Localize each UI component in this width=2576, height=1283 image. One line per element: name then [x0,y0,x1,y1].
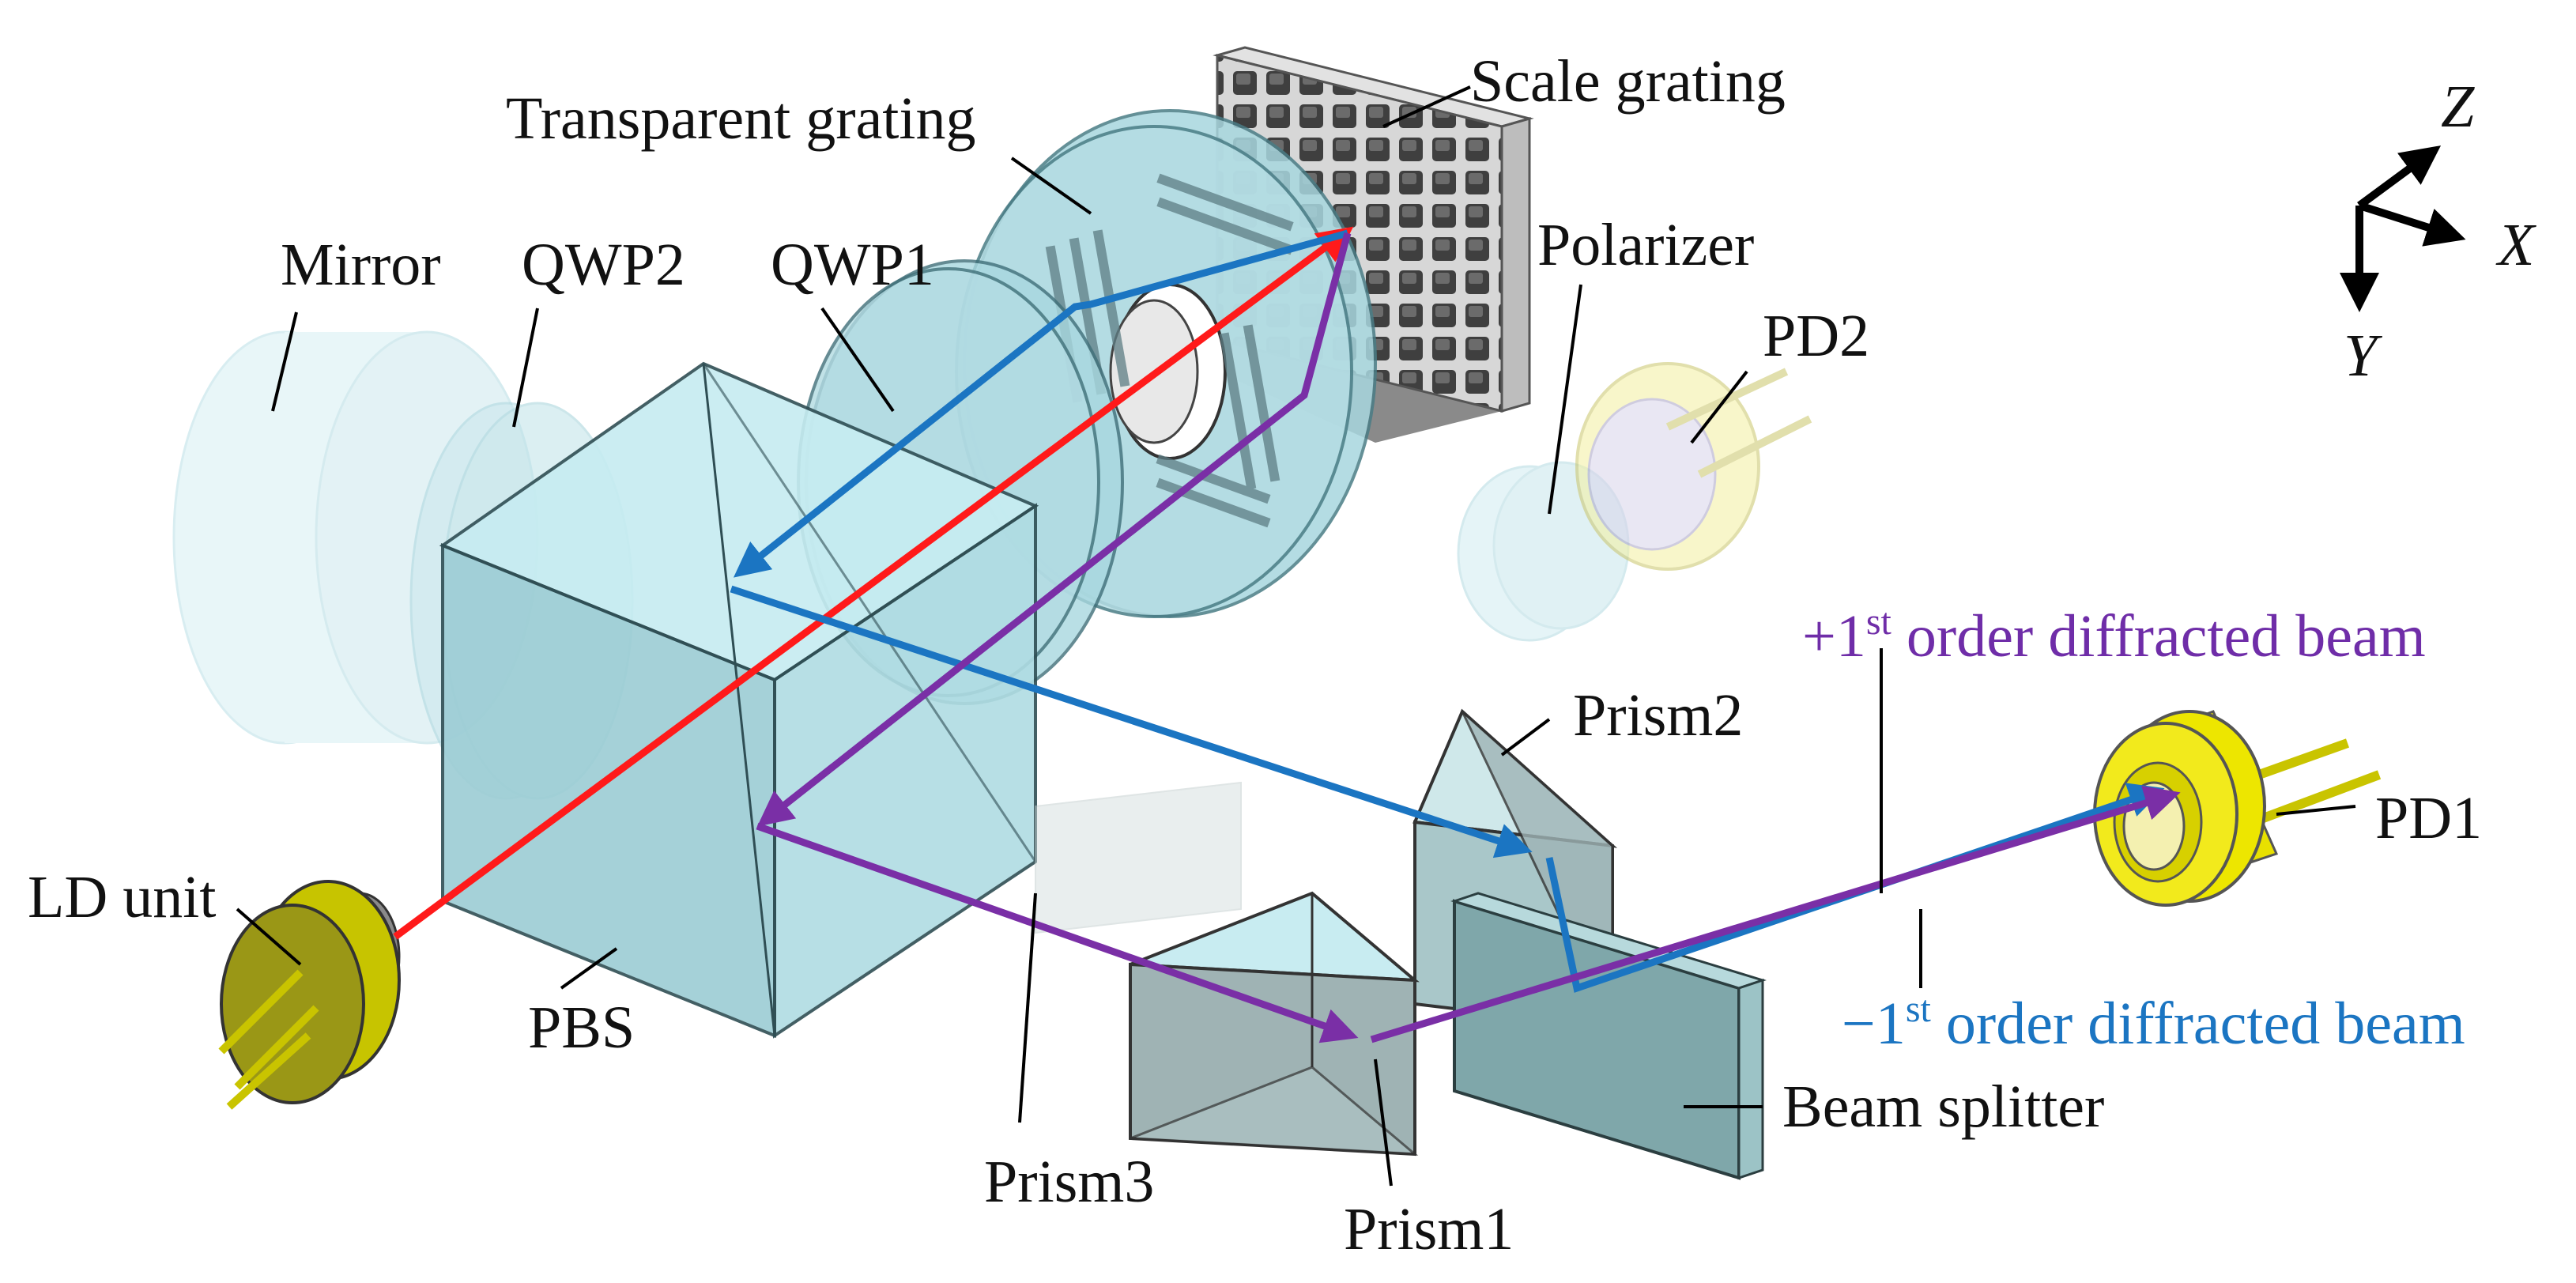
label-prism3: Prism3 [984,1149,1154,1215]
label-polarizer: Polarizer [1537,212,1754,278]
coordinate-axes [2340,145,2466,312]
label-transparent-grating: Transparent grating [506,85,976,152]
label-prism2: Prism2 [1573,682,1743,749]
beam-paths [393,226,2181,1043]
label-qwp1: QWP1 [771,232,934,298]
axis-label-x: X [2495,212,2536,278]
label-ld-unit: LD unit [28,864,217,930]
label-beam-splitter: Beam splitter [1782,1074,2104,1140]
label-pd1: PD1 [2375,785,2482,851]
axis-label-y: Y [2344,323,2383,389]
label-scale-grating: Scale grating [1470,48,1786,115]
label-qwp2: QWP2 [522,232,685,298]
label-plus-first-order-beam: +1st order diffracted beam [1802,601,2426,670]
laser-beam [393,226,1354,940]
label-pbs: PBS [528,994,635,1061]
label-mirror: Mirror [281,232,441,298]
label-prism1: Prism1 [1344,1196,1514,1262]
prism1 [1129,891,1420,1157]
axis-label-z: Z [2441,74,2475,140]
prism3 [1035,781,1242,934]
plus-first-order-beam-3 [1370,785,2181,1043]
beam-splitter [1450,892,1767,1180]
minus-first-order-beam [733,229,1349,578]
leader-lines [236,85,2356,1187]
label-minus-first-order-beam: −1st order diffracted beam [1842,988,2465,1057]
ld-unit [218,880,401,1110]
plus-first-order-beam [756,232,1352,827]
minus-first-order-beam-2 [730,585,1533,858]
pbs-cube [439,361,1039,1039]
label-pd2: PD2 [1763,303,1869,369]
pd2 [1575,362,1812,571]
plus-first-order-beam-2 [756,822,1359,1043]
